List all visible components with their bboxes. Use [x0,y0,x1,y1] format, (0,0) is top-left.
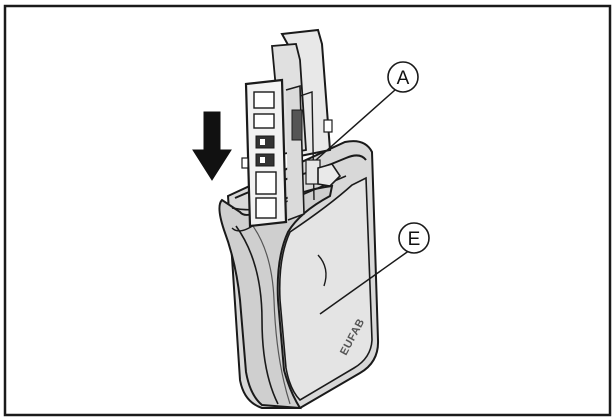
callout-a: A [315,61,419,161]
arrow-down-icon [192,111,232,181]
connector-plug [241,28,342,228]
callout-a-label: A [397,68,410,89]
insert-direction-arrow [192,111,232,181]
callout-e: E [319,222,430,315]
callout-e-label: E [408,229,421,250]
